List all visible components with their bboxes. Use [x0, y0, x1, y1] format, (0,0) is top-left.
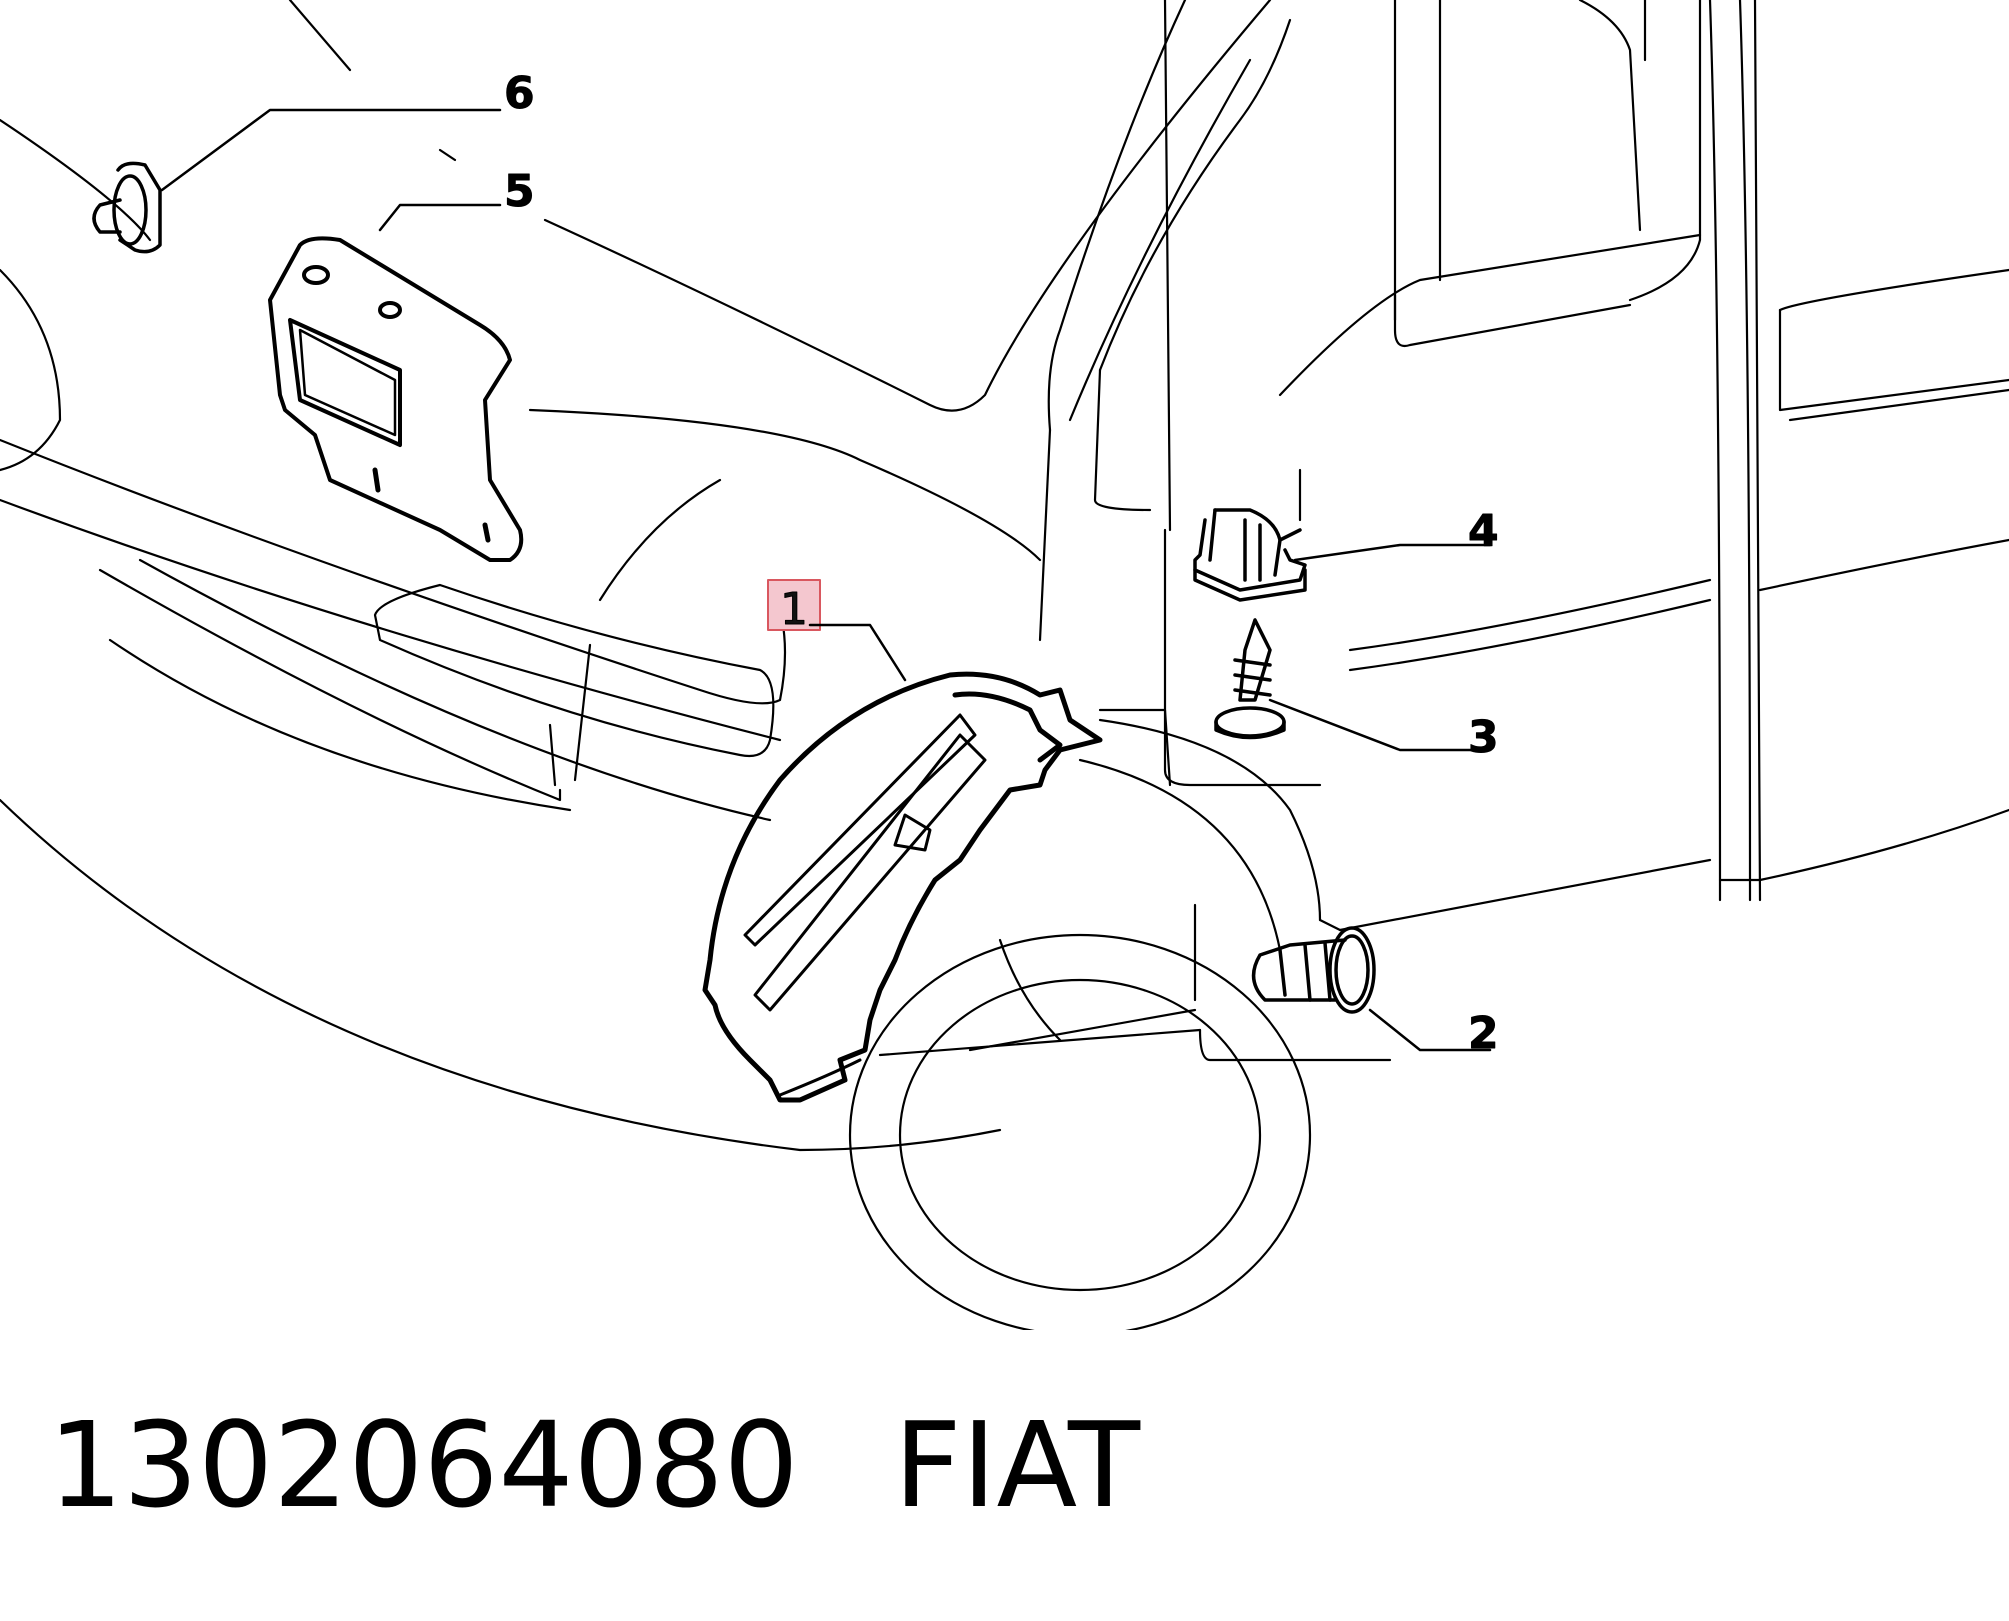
parts-diagram: 1 2 3 4 5 6 — [0, 0, 2009, 1330]
bracket-part — [268, 203, 524, 562]
callout-1-label: 1 — [780, 584, 808, 635]
callout-1-group: 1 — [767, 579, 907, 682]
wheel-arch-liner-part — [702, 671, 1103, 1103]
part-number: 1302064080 — [48, 1396, 799, 1534]
screw-part — [1214, 618, 1492, 752]
callout-6-label: 6 — [504, 68, 535, 119]
clip-nut-part — [1193, 508, 1492, 602]
callout-4-label: 4 — [1468, 506, 1499, 557]
push-clip-part — [1251, 926, 1492, 1052]
part-caption: 1302064080 FIAT — [48, 1395, 1140, 1535]
brand-name: FIAT — [893, 1396, 1141, 1534]
callout-1-highlight — [767, 579, 821, 631]
vehicle-body-outline — [0, 0, 2009, 1330]
callout-3-label: 3 — [1468, 712, 1499, 763]
callout-2-label: 2 — [1468, 1008, 1499, 1059]
callout-5-label: 5 — [504, 166, 535, 217]
stud-part — [92, 108, 502, 254]
